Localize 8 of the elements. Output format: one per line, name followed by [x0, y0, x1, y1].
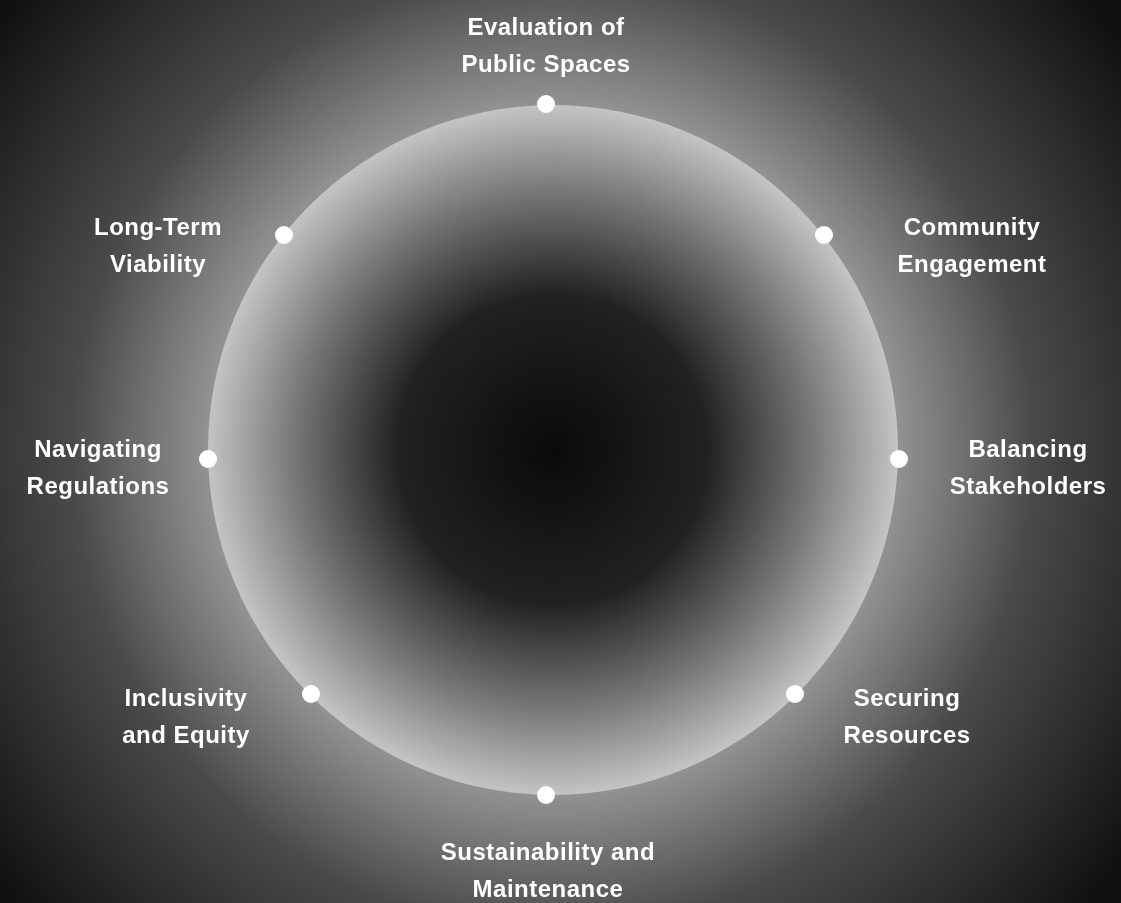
point-label: Inclusivity and Equity — [121, 683, 251, 750]
point-label: Securing Resources — [842, 683, 972, 750]
point-label: Evaluation of Public Spaces — [460, 12, 632, 79]
point-label: Long-Term Viability — [92, 212, 223, 279]
point-label: Sustainability and Maintenance — [439, 837, 657, 903]
point-label: Balancing Stakeholders — [948, 434, 1108, 501]
point-label: Navigating Regulations — [25, 434, 171, 501]
point-label: Community Engagement — [896, 212, 1048, 279]
